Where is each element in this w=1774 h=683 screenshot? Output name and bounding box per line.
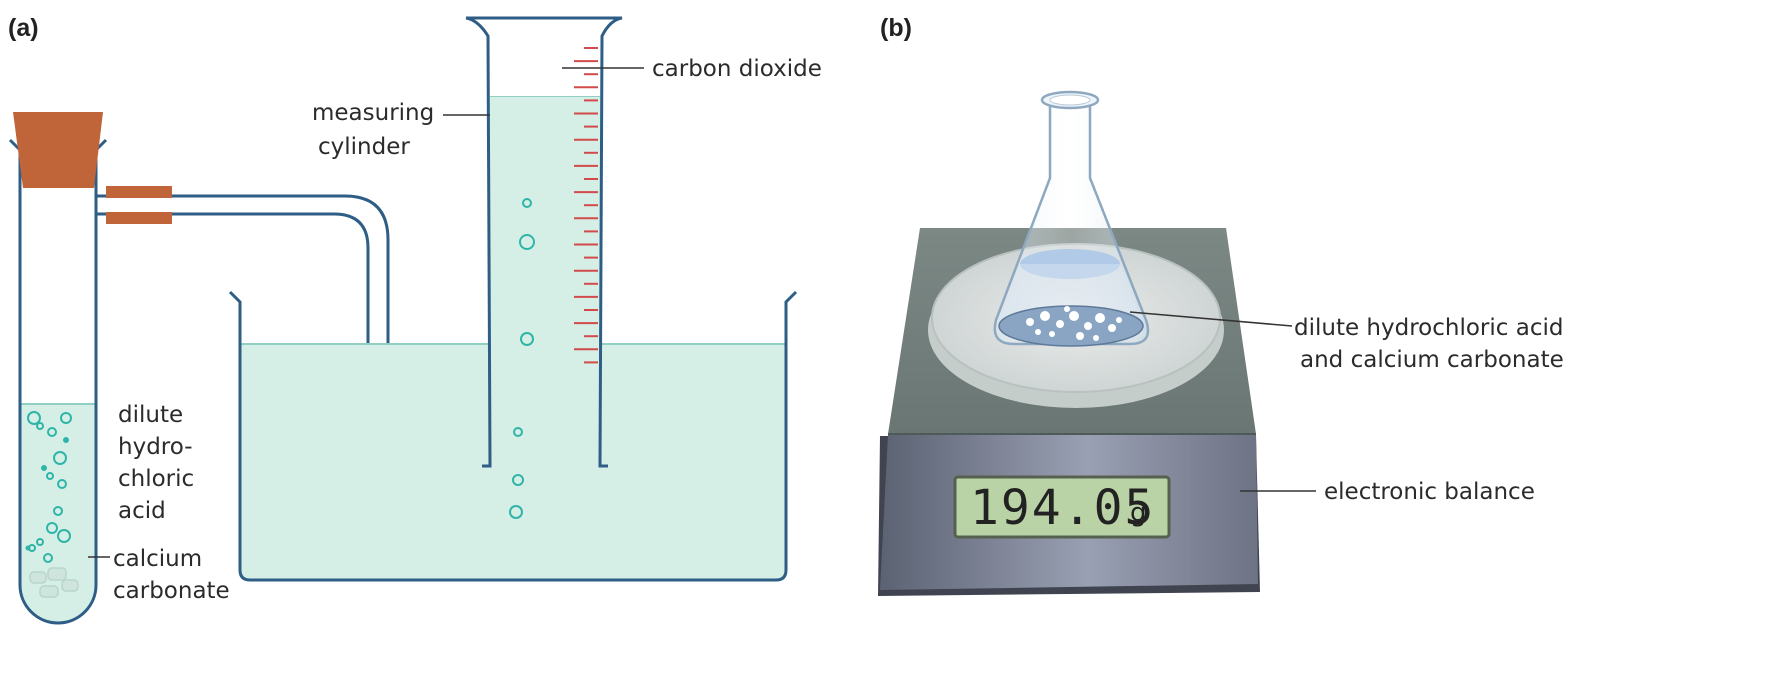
- panel-b-label: (b): [880, 14, 912, 42]
- calcium-carbonate-lumps: [29, 567, 79, 598]
- cylinder-graduations: [574, 47, 598, 364]
- dilute-acid-label-1: dilute: [118, 402, 183, 428]
- dilute-acid-label-4: acid: [118, 498, 166, 524]
- test-tube: [8, 138, 108, 625]
- measuring-cylinder: [465, 16, 623, 468]
- test-tube-stopper: [13, 112, 103, 188]
- test-tube-bubbles: [27, 411, 72, 563]
- measuring-cylinder-label-2: cylinder: [318, 134, 410, 160]
- leader-lines-a: [88, 67, 644, 558]
- flask-calcium-carbonate: [1026, 306, 1122, 341]
- measuring-cylinder-label-1: measuring: [312, 100, 434, 126]
- conical-flask: [993, 90, 1150, 347]
- acid-carbonate-label-2: and calcium carbonate: [1300, 347, 1564, 373]
- electronic-balance-label: electronic balance: [1324, 479, 1535, 505]
- lcd-display: [953, 475, 1171, 539]
- balance-unit: g: [1130, 498, 1147, 528]
- dilute-acid-label-3: chloric: [118, 466, 194, 492]
- balance-reading: 194.05: [970, 480, 1155, 536]
- carbon-dioxide-label: carbon dioxide: [652, 56, 822, 82]
- calcium-carbonate-label-1: calcium: [113, 546, 202, 572]
- leader-lines-b: [1129, 311, 1316, 492]
- panel-a-label: (a): [8, 14, 39, 42]
- acid-carbonate-label-1: dilute hydrochloric acid: [1294, 315, 1563, 341]
- cylinder-bubbles: [509, 198, 535, 519]
- dilute-acid-label-2: hydro-: [118, 434, 193, 460]
- calcium-carbonate-label-2: carbonate: [113, 578, 230, 604]
